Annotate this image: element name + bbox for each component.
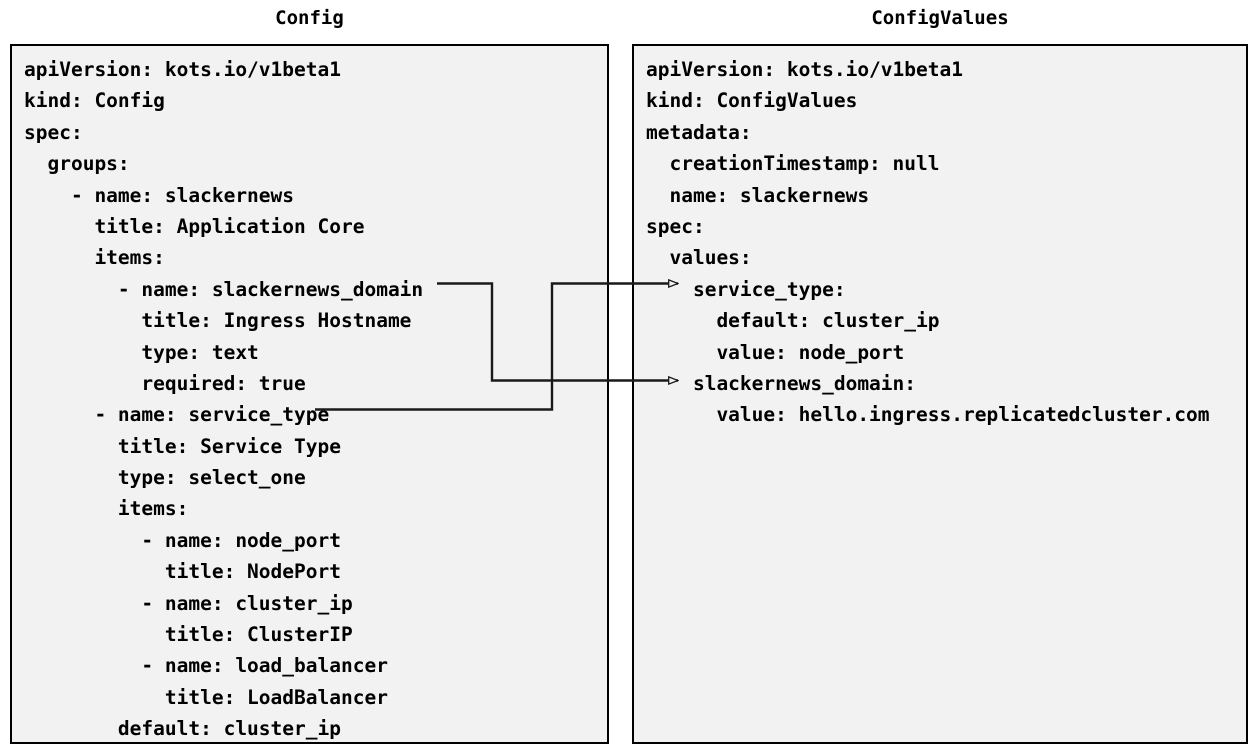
code-line: - name: slackernews — [24, 183, 295, 207]
code-line: default: cluster_ip — [646, 309, 940, 333]
code-line: - name: cluster_ip — [24, 591, 353, 615]
code-line: slackernews_domain: — [646, 371, 917, 395]
code-line: - name: load_balancer — [24, 654, 388, 678]
code-line: - name: node_port — [24, 528, 341, 552]
code-line: value: node_port — [646, 340, 905, 364]
code-line: title: Service Type — [24, 434, 341, 458]
code-line: values: — [646, 246, 752, 270]
code-line: title: NodePort — [24, 560, 341, 584]
config-panel-title: Config — [275, 7, 344, 29]
code-line: creationTimestamp: null — [646, 152, 940, 176]
code-line: apiVersion: kots.io/v1beta1 — [24, 58, 341, 81]
code-line: service_type: — [646, 277, 846, 301]
code-line: apiVersion: kots.io/v1beta1 — [646, 58, 963, 81]
configvalues-yaml-code: apiVersion: kots.io/v1beta1 kind: ConfigV… — [646, 54, 1244, 431]
code-line: title: ClusterIP — [24, 623, 353, 647]
code-line: required: true — [24, 371, 306, 395]
code-line: title: Application Core — [24, 214, 365, 238]
code-line: spec: — [24, 120, 83, 144]
code-line: groups: — [24, 152, 130, 176]
code-line: items: — [24, 497, 189, 521]
config-yaml-code: apiVersion: kots.io/v1beta1 kind: Config s… — [24, 54, 605, 742]
configvalues-panel-title: ConfigValues — [871, 7, 1009, 29]
code-line: type: text — [24, 340, 259, 364]
code-line: type: select_one — [24, 466, 306, 490]
code-line: name: slackernews — [646, 183, 870, 207]
code-line: metadata: — [646, 120, 752, 144]
code-line: items: — [24, 246, 165, 270]
code-line: spec: — [646, 214, 705, 238]
code-line: - name: service_type — [24, 403, 330, 427]
configvalues-panel: apiVersion: kots.io/v1beta1 kind: ConfigV… — [632, 44, 1248, 744]
code-line: value: hello.ingress.replicatedcluster.c… — [646, 403, 1210, 427]
code-line: default: cluster_ip — [24, 717, 341, 741]
code-line: title: Ingress Hostname — [24, 309, 412, 333]
code-line: - name: slackernews_domain — [24, 277, 424, 301]
code-line: kind: ConfigValues — [646, 89, 858, 113]
config-panel: apiVersion: kots.io/v1beta1 kind: Config s… — [10, 44, 609, 744]
code-line: title: LoadBalancer — [24, 685, 388, 709]
code-line: kind: Config — [24, 89, 165, 113]
